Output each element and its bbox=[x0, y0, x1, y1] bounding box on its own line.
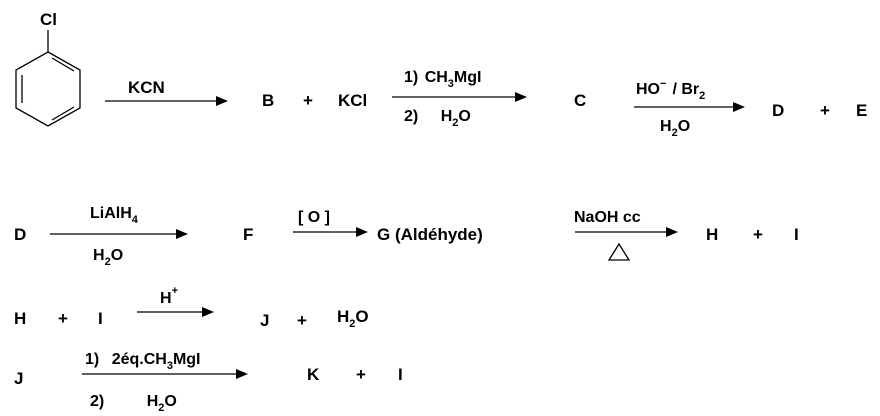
reagent-equiv: 2éq.CH bbox=[112, 351, 167, 368]
water-h: H bbox=[660, 118, 672, 135]
water-h: H bbox=[441, 108, 453, 125]
arrow-head bbox=[515, 92, 527, 102]
subscript-3: 3 bbox=[448, 78, 454, 90]
reagent-mgi: MgI bbox=[173, 351, 201, 368]
superscript-plus: + bbox=[172, 285, 178, 297]
slash-bromine: / Br bbox=[672, 81, 699, 98]
svg-text:2) H2O: 2) H2O bbox=[90, 393, 177, 414]
plus-sign: + bbox=[58, 309, 68, 328]
ring-double-bond-3 bbox=[51, 106, 75, 121]
arrow-kcn: KCN bbox=[105, 78, 228, 106]
triangle-heat-icon bbox=[607, 242, 631, 261]
water-h: H bbox=[147, 393, 159, 410]
water-h: H bbox=[93, 247, 105, 264]
byproduct-kcl: KCl bbox=[338, 91, 367, 110]
hydroxide: HO bbox=[636, 81, 660, 98]
arrow-head bbox=[176, 229, 188, 239]
svg-text:H2O: H2O bbox=[337, 307, 369, 330]
water-o: O bbox=[678, 118, 690, 135]
arrow-oxidation: [ O ] bbox=[293, 209, 368, 237]
start-i: I bbox=[98, 309, 103, 328]
svg-text:1) CH3MgI: 1) CH3MgI bbox=[404, 69, 481, 90]
ring-double-bond-2 bbox=[51, 57, 75, 72]
product-d: D bbox=[772, 101, 784, 120]
step-1-prefix: 1) bbox=[404, 69, 418, 86]
start-h: H bbox=[14, 309, 26, 328]
subscript-2: 2 bbox=[452, 117, 458, 129]
reagent-naoh: NaOH cc bbox=[574, 209, 641, 226]
arrow-grignard-excess: 1) 2éq.CH3MgI 2) H2O bbox=[82, 351, 248, 414]
subscript-4: 4 bbox=[132, 214, 139, 226]
water-subscript: 2 bbox=[349, 318, 355, 330]
svg-text:H+: H+ bbox=[160, 285, 178, 307]
product-i: I bbox=[398, 365, 403, 384]
reagent-ch: CH bbox=[425, 69, 448, 86]
product-e: E bbox=[856, 101, 867, 120]
arrow-head bbox=[666, 227, 678, 237]
water-o: O bbox=[164, 393, 176, 410]
water-subscript: 2 bbox=[158, 402, 164, 414]
reagent-h: H bbox=[160, 290, 172, 307]
svg-text:H2O: H2O bbox=[660, 118, 690, 139]
arrow-lialh4: LiAlH4 H2O bbox=[50, 205, 188, 268]
arrow-head bbox=[216, 96, 228, 106]
water-subscript: 2 bbox=[105, 256, 111, 268]
product-c: C bbox=[574, 91, 586, 110]
arrow-head bbox=[356, 227, 368, 237]
chlorine-label: Cl bbox=[40, 10, 57, 29]
product-f: F bbox=[243, 225, 253, 244]
water-h: H bbox=[337, 307, 349, 326]
plus-sign: + bbox=[820, 101, 830, 120]
benzene-ring-icon bbox=[15, 51, 81, 127]
ring-outer-bonds bbox=[15, 51, 81, 127]
step-2-prefix: 2) bbox=[90, 393, 104, 410]
arrow-cannizzaro: NaOH cc bbox=[574, 209, 678, 261]
svg-text:1) 2éq.CH3MgI: 1) 2éq.CH3MgI bbox=[85, 351, 200, 372]
water-o: O bbox=[111, 247, 123, 264]
svg-text:HO−/ Br2: HO−/ Br2 bbox=[636, 78, 705, 102]
product-k: K bbox=[307, 365, 320, 384]
chlorobenzene-structure: Cl bbox=[15, 10, 81, 127]
water-o: O bbox=[355, 307, 368, 326]
product-h: H bbox=[706, 225, 718, 244]
reagent-kcn: KCN bbox=[128, 78, 165, 97]
water-o: O bbox=[458, 108, 470, 125]
step-2-prefix: 2) bbox=[404, 108, 418, 125]
step-1-prefix: 1) bbox=[85, 351, 99, 368]
svg-text:LiAlH4: LiAlH4 bbox=[90, 205, 139, 226]
plus-sign: + bbox=[297, 311, 307, 330]
start-d: D bbox=[14, 225, 26, 244]
reagent-lialh: LiAlH bbox=[90, 205, 132, 222]
plus-sign: + bbox=[303, 91, 313, 110]
plus-sign: + bbox=[356, 365, 366, 384]
product-i: I bbox=[794, 225, 799, 244]
product-j: J bbox=[260, 311, 269, 330]
arrow-head bbox=[202, 307, 214, 317]
plus-sign: + bbox=[753, 225, 763, 244]
svg-text:H2O: H2O bbox=[93, 247, 123, 268]
start-j: J bbox=[14, 369, 23, 388]
product-g: G (Aldéhyde) bbox=[377, 225, 483, 244]
subscript-3: 3 bbox=[167, 360, 173, 372]
water-subscript: 2 bbox=[672, 127, 678, 139]
svg-text:2) H2O: 2) H2O bbox=[404, 108, 471, 129]
subscript-2: 2 bbox=[699, 90, 705, 102]
minus-charge: − bbox=[660, 78, 666, 90]
arrow-haloform: HO−/ Br2 H2O bbox=[634, 78, 745, 139]
arrow-head bbox=[733, 102, 745, 112]
reagent-oxidant: [ O ] bbox=[298, 209, 330, 226]
reagent-mgi: MgI bbox=[454, 69, 482, 86]
arrow-grignard: 1) CH3MgI 2) H2O bbox=[392, 69, 527, 129]
arrow-acid: H+ bbox=[137, 285, 214, 317]
product-b: B bbox=[262, 91, 274, 110]
arrow-head bbox=[236, 369, 248, 379]
